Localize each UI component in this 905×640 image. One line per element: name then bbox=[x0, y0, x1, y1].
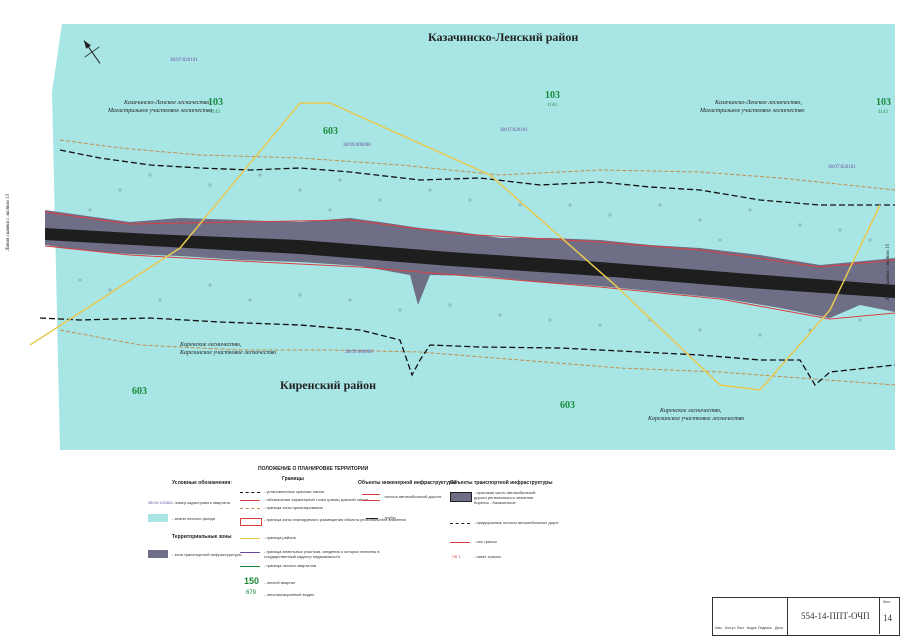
rev-col-5: Подпись bbox=[758, 626, 772, 630]
legend-q-label2: - лесотаксационный выдел bbox=[264, 592, 315, 597]
road-carriageway bbox=[45, 228, 895, 298]
legend-borders-title: Границы bbox=[282, 476, 304, 482]
forestry-se-line1: Киренское лесничество, bbox=[660, 408, 722, 414]
legend-b4-box bbox=[240, 518, 262, 526]
legend-q-label1: - лесной квартал bbox=[264, 580, 296, 585]
cadastral-number-3: 38:07:020101 bbox=[500, 128, 528, 133]
legend-tr3: - ось трассы bbox=[474, 539, 498, 544]
legend-cad-sample: 38:09:120302 bbox=[148, 500, 173, 505]
quarter-103-west: 103 bbox=[208, 97, 223, 108]
legend-planning-title: ПОЛОЖЕНИЕ О ПЛАНИРОВКЕ ТЕРРИТОРИИ bbox=[258, 466, 369, 472]
legend-b3-line bbox=[240, 508, 260, 509]
legend-zones-title: Территориальные зоны bbox=[172, 534, 232, 540]
forestry-nw-line1: Казачинско-Ленское лесничество, bbox=[124, 100, 211, 106]
legend-b7: - граница лесных кварталов bbox=[264, 563, 317, 568]
cadastral-number-2: 38:09:000000 bbox=[343, 143, 371, 148]
legend-transport-swatch bbox=[148, 550, 168, 558]
legend-eng1-swatch bbox=[362, 494, 380, 501]
legend-tr1-swatch bbox=[450, 492, 472, 502]
rev-col-3: Лист bbox=[737, 626, 745, 630]
cadastral-number-5: 38:09:000000 bbox=[345, 350, 373, 355]
legend-b2: - обозначение характерной точки границ к… bbox=[264, 497, 368, 502]
legend-tr4: - пикет трассы bbox=[474, 554, 501, 559]
legend-b7-line bbox=[240, 566, 260, 567]
rev-col-4: №док. bbox=[747, 626, 758, 630]
quarter-103-east: 103 bbox=[876, 97, 891, 108]
design-zone-border-south bbox=[39, 317, 896, 386]
sheet-join-line-left: Линия сшивки с листом 13 bbox=[5, 194, 11, 251]
legend-transport-label: - зона транспортной инфраструктуры bbox=[172, 552, 242, 557]
legend-tr1: - проезжая часть автомобильной дороги ре… bbox=[474, 490, 536, 505]
quarter-603-se: 603 bbox=[560, 400, 575, 411]
sheet-box bbox=[879, 598, 899, 634]
project-code: 554-14-ППТ-ОЧП bbox=[801, 611, 870, 621]
legend-quarter-sample-top: 150 bbox=[244, 576, 260, 586]
north-arrow-icon bbox=[83, 40, 101, 64]
quarter-1143-east: 1143 bbox=[878, 110, 888, 115]
pipe-icon bbox=[366, 512, 378, 519]
rev-col-6: Дата bbox=[775, 626, 783, 630]
legend-b5: - граница района bbox=[264, 535, 296, 540]
legend-eng2: - трубы bbox=[382, 515, 396, 520]
quarter-103-center: 103 bbox=[545, 90, 560, 101]
legend-forest-swatch bbox=[148, 514, 168, 522]
quarter-1143-center: 1143 bbox=[547, 103, 557, 108]
legend-tr3-line bbox=[450, 542, 470, 543]
legend-b4: - граница зоны планируемого размещения о… bbox=[264, 517, 406, 522]
legend-tr2-line bbox=[450, 523, 470, 524]
legend-b5-line bbox=[240, 538, 260, 539]
legend-b1-line bbox=[240, 492, 260, 493]
sheet-number: 14 bbox=[883, 613, 892, 623]
forestry-sw-line2: Карелинское участковое лесничество bbox=[180, 350, 277, 356]
legend-b1: - установленные красные линии bbox=[264, 489, 324, 494]
red-line-north bbox=[44, 211, 896, 268]
rev-col-2: Кол.уч bbox=[725, 626, 736, 630]
quarter-603-sw: 603 bbox=[132, 386, 147, 397]
legend-b2-line bbox=[240, 500, 260, 501]
forestry-ne-line2: Магистральное участковое лесничество bbox=[700, 108, 805, 114]
legend-trans-title: Объекты транспортной инфраструктуры bbox=[450, 480, 553, 486]
title-block-revisions: Изм. Кол.уч Лист №док. Подпись Дата bbox=[713, 598, 788, 635]
district-north-label: Казачинско-Ленский район bbox=[428, 30, 579, 44]
district-south-label: Киренский район bbox=[280, 378, 377, 392]
quarter-603-north: 603 bbox=[323, 126, 338, 137]
rev-col-1: Изм. bbox=[715, 626, 723, 630]
forestry-nw-line2: Магистральное участковое лесничество bbox=[108, 108, 213, 114]
legend-b6-line bbox=[240, 552, 260, 553]
legend-forest-label: - земли лесного фонда bbox=[172, 516, 215, 521]
design-zone-border-north bbox=[59, 149, 895, 206]
forest-quarter-border-north bbox=[59, 139, 896, 191]
terrain-symbols bbox=[78, 173, 872, 337]
legend-b3: - граница зоны проектирования bbox=[264, 505, 323, 510]
quarter-1143-west: 1143 bbox=[210, 110, 220, 115]
cadastral-number-4: 38:07:020101 bbox=[828, 165, 856, 170]
forestry-sw-line1: Киренское лесничество, bbox=[180, 342, 242, 348]
sheet-join-line-right: Линия сшивки с листом 15 bbox=[885, 244, 891, 301]
legend-eng-title: Объекты инженерной инфраструктуры bbox=[358, 480, 457, 486]
legend-tr4-sample: ПК 1 bbox=[452, 554, 461, 559]
forest-quarter-border-south bbox=[59, 329, 896, 386]
legend-cad-label: - номер кадастрового квартала bbox=[172, 500, 230, 505]
title-block: Изм. Кол.уч Лист №док. Подпись Дата 554-… bbox=[712, 597, 900, 636]
sheet-label: Лист bbox=[883, 600, 891, 604]
legend-tr2: - придорожные полосы автомобильных дорог bbox=[474, 520, 559, 525]
legend-conventions-title: Условные обозначения: bbox=[172, 480, 232, 486]
legend-b6: - граница земельных участков, сведения о… bbox=[264, 549, 380, 559]
legend-eng1: - полоса автомобильной дороги bbox=[382, 494, 442, 499]
district-border bbox=[29, 102, 881, 391]
forestry-ne-line1: Казачинско-Ленское лесничество, bbox=[715, 100, 802, 106]
legend-quarter-sample-bot: 679 bbox=[246, 590, 257, 596]
forestry-se-line2: Карелинское участковое лесничество bbox=[648, 416, 745, 422]
cadastral-number-1: 38:07:020101 bbox=[170, 58, 198, 63]
